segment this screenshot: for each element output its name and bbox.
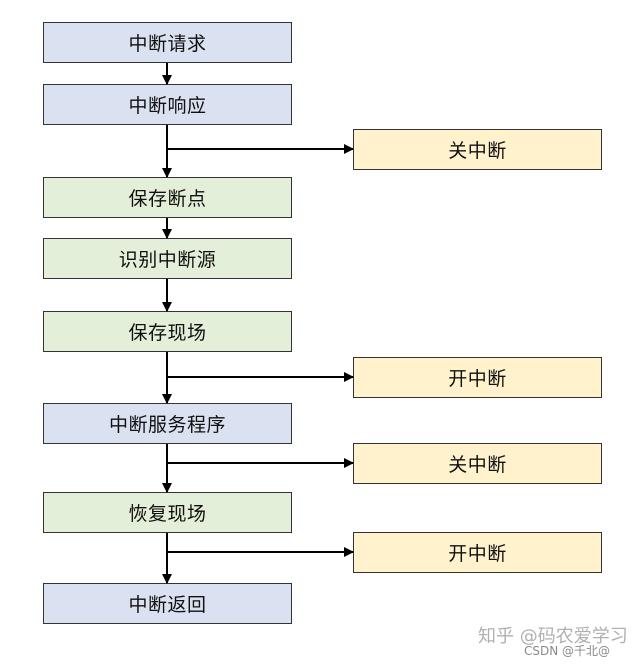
disable-interrupt-label-2: 关中断 (448, 454, 507, 476)
enable-interrupt-label-1: 开中断 (448, 368, 507, 390)
zhihu-watermark: 知乎 @码农爱学习 (478, 626, 628, 647)
disable-interrupt-label-1: 关中断 (448, 140, 507, 162)
save-context-box: 保存现场 (43, 311, 292, 352)
interrupt-request-box: 中断请求 (43, 22, 292, 63)
disable-interrupt-box-2: 关中断 (353, 443, 602, 484)
restore-context-box: 恢复现场 (43, 492, 292, 533)
save-context-label: 保存现场 (128, 322, 207, 344)
interrupt-return-box: 中断返回 (43, 583, 292, 624)
enable-interrupt-box-1: 开中断 (353, 357, 602, 398)
enable-interrupt-label-2: 开中断 (448, 543, 507, 565)
identify-source-box: 识别中断源 (43, 238, 292, 279)
interrupt-return-label: 中断返回 (128, 594, 207, 616)
interrupt-request-label: 中断请求 (128, 33, 207, 55)
interrupt-service-routine-box: 中断服务程序 (43, 403, 292, 444)
interrupt-service-routine-label: 中断服务程序 (108, 414, 226, 436)
interrupt-response-label: 中断响应 (128, 95, 207, 117)
interrupt-response-box: 中断响应 (43, 84, 292, 125)
save-breakpoint-label: 保存断点 (128, 188, 207, 210)
disable-interrupt-box-1: 关中断 (353, 129, 602, 170)
identify-source-label: 识别中断源 (118, 249, 217, 271)
save-breakpoint-box: 保存断点 (43, 177, 292, 218)
csdn-watermark: CSDN @千北@ (524, 644, 611, 658)
restore-context-label: 恢复现场 (128, 503, 207, 525)
